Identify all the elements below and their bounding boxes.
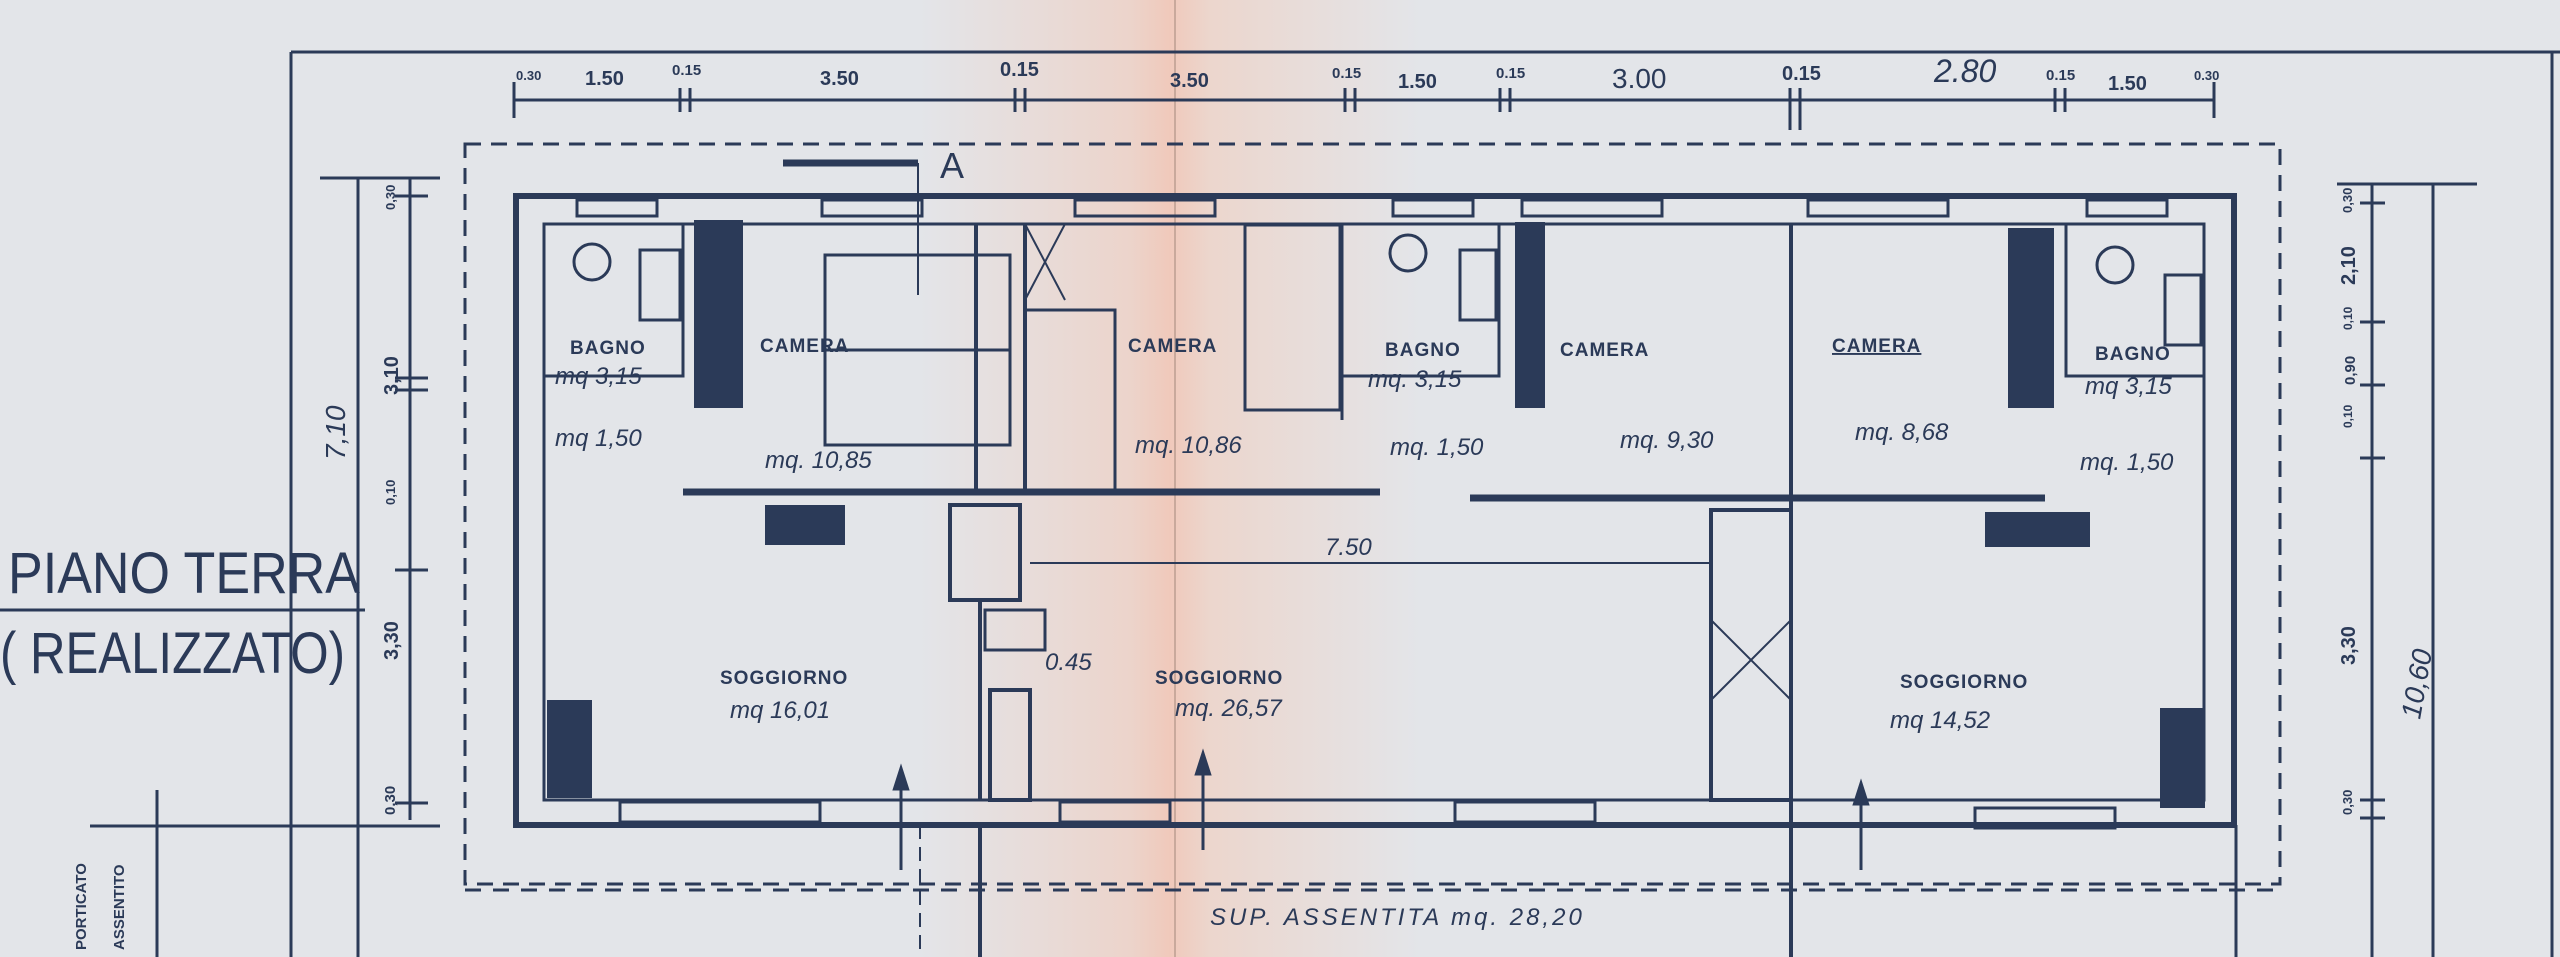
top-dim: 0.15	[1496, 65, 1525, 82]
left-dim: 0,30	[382, 786, 399, 815]
room-name: CAMERA	[1128, 336, 1217, 357]
top-dim: 0.15	[1000, 59, 1039, 81]
left-dim-total: 7,10	[320, 405, 351, 460]
top-dim: 1.50	[585, 68, 624, 90]
top-dim: 2.80	[1933, 53, 1996, 89]
room-name: BAGNO	[570, 338, 646, 359]
top-dim: 0.15	[1782, 63, 1821, 85]
title-sub: ( REALIZZATO)	[0, 621, 345, 686]
right-dim: 0,90	[2342, 356, 2359, 385]
room-area: mq. 10,85	[765, 447, 872, 474]
title-main: PIANO TERRA	[8, 541, 360, 606]
left-dimension-lines	[90, 176, 440, 957]
furniture	[572, 223, 2203, 447]
room-area: mq. 1,50	[2080, 449, 2174, 476]
room-area: mq. 3,15	[1368, 366, 1462, 393]
room-name: CAMERA	[1560, 340, 1649, 361]
right-dim: 3,30	[2338, 626, 2360, 665]
top-dim: 0.15	[672, 62, 701, 79]
right-dim: 0,30	[2340, 188, 2355, 213]
left-dimensions: 7,10 0,30 3,10 0,10 3,30 0,30 PORTICATO …	[73, 185, 403, 950]
porch-label-1: PORTICATO	[73, 863, 90, 950]
right-dim: 0,30	[2340, 790, 2355, 815]
room-name: SOGGIORNO	[1155, 668, 1283, 689]
corridor-dimension: 7.50	[1325, 534, 1372, 561]
left-dim: 3,30	[381, 621, 403, 660]
room-area: mq 16,01	[730, 697, 830, 724]
section-marker: A	[783, 145, 964, 295]
room-name: CAMERA	[1832, 336, 1921, 357]
sheet-frame	[289, 50, 2560, 957]
room-name: CAMERA	[760, 336, 849, 357]
room-name: SOGGIORNO	[1900, 672, 2028, 693]
porch-label-2: ASSENTITO	[111, 864, 128, 950]
top-dim: 0.30	[2194, 68, 2219, 83]
room-name: BAGNO	[2095, 344, 2171, 365]
top-dim: 1.50	[2108, 73, 2147, 95]
top-dimensions: 0.30 1.50 0.15 3.50 0.15 3.50 0.15 1.50 …	[516, 53, 2219, 95]
room-area: mq. 9,30	[1620, 427, 1714, 454]
top-dim: 0.15	[2046, 67, 2075, 84]
room-area: mq 3,15	[555, 363, 642, 390]
right-dim: 0,10	[2341, 306, 2355, 330]
room-labels: BAGNO mq 3,15 mq 1,50 CAMERA mq. 10,85 C…	[555, 336, 2174, 931]
top-dimension-line	[512, 82, 2216, 130]
room-area: mq 3,15	[2085, 373, 2172, 400]
room-name: SOGGIORNO	[720, 668, 848, 689]
room-area: mq. 8,68	[1855, 419, 1949, 446]
top-dim: 0.15	[1332, 65, 1361, 82]
room-area: mq. 1,50	[1390, 434, 1484, 461]
top-dim: 3.50	[1170, 70, 1209, 92]
top-dim: 3.50	[820, 68, 859, 90]
top-dim: 3.00	[1612, 63, 1667, 94]
wardrobes	[547, 220, 2205, 808]
left-dim: 0,10	[383, 480, 398, 505]
paper-fold	[920, 0, 1420, 957]
room-name: BAGNO	[1385, 340, 1461, 361]
top-dim: 0.30	[516, 68, 541, 83]
room-area: mq. 10,86	[1135, 432, 1242, 459]
approved-area: SUP. ASSENTITA mq. 28,20	[1210, 904, 1585, 931]
section-marker-label: A	[940, 145, 964, 186]
room-area: mq 14,52	[1890, 707, 1990, 734]
right-dim: 0,10	[2341, 404, 2355, 428]
left-dim: 3,10	[381, 356, 403, 395]
lot-boundary-dashed	[463, 142, 2282, 886]
windows	[575, 198, 2169, 830]
room-area: mq 1,50	[555, 425, 642, 452]
right-dim: 2,10	[2338, 246, 2360, 285]
room-area: mq. 26,57	[1175, 695, 1283, 722]
step-dimension: 0.45	[1045, 649, 1092, 676]
top-dim: 1.50	[1398, 71, 1437, 93]
plan-title: PIANO TERRA ( REALIZZATO)	[0, 541, 365, 686]
right-dimensions: 0,30 2,10 0,10 0,90 0,10 3,30 10,60 0,30	[2338, 188, 2438, 815]
right-dimension-lines	[2337, 182, 2477, 957]
left-dim: 0,30	[383, 185, 398, 210]
